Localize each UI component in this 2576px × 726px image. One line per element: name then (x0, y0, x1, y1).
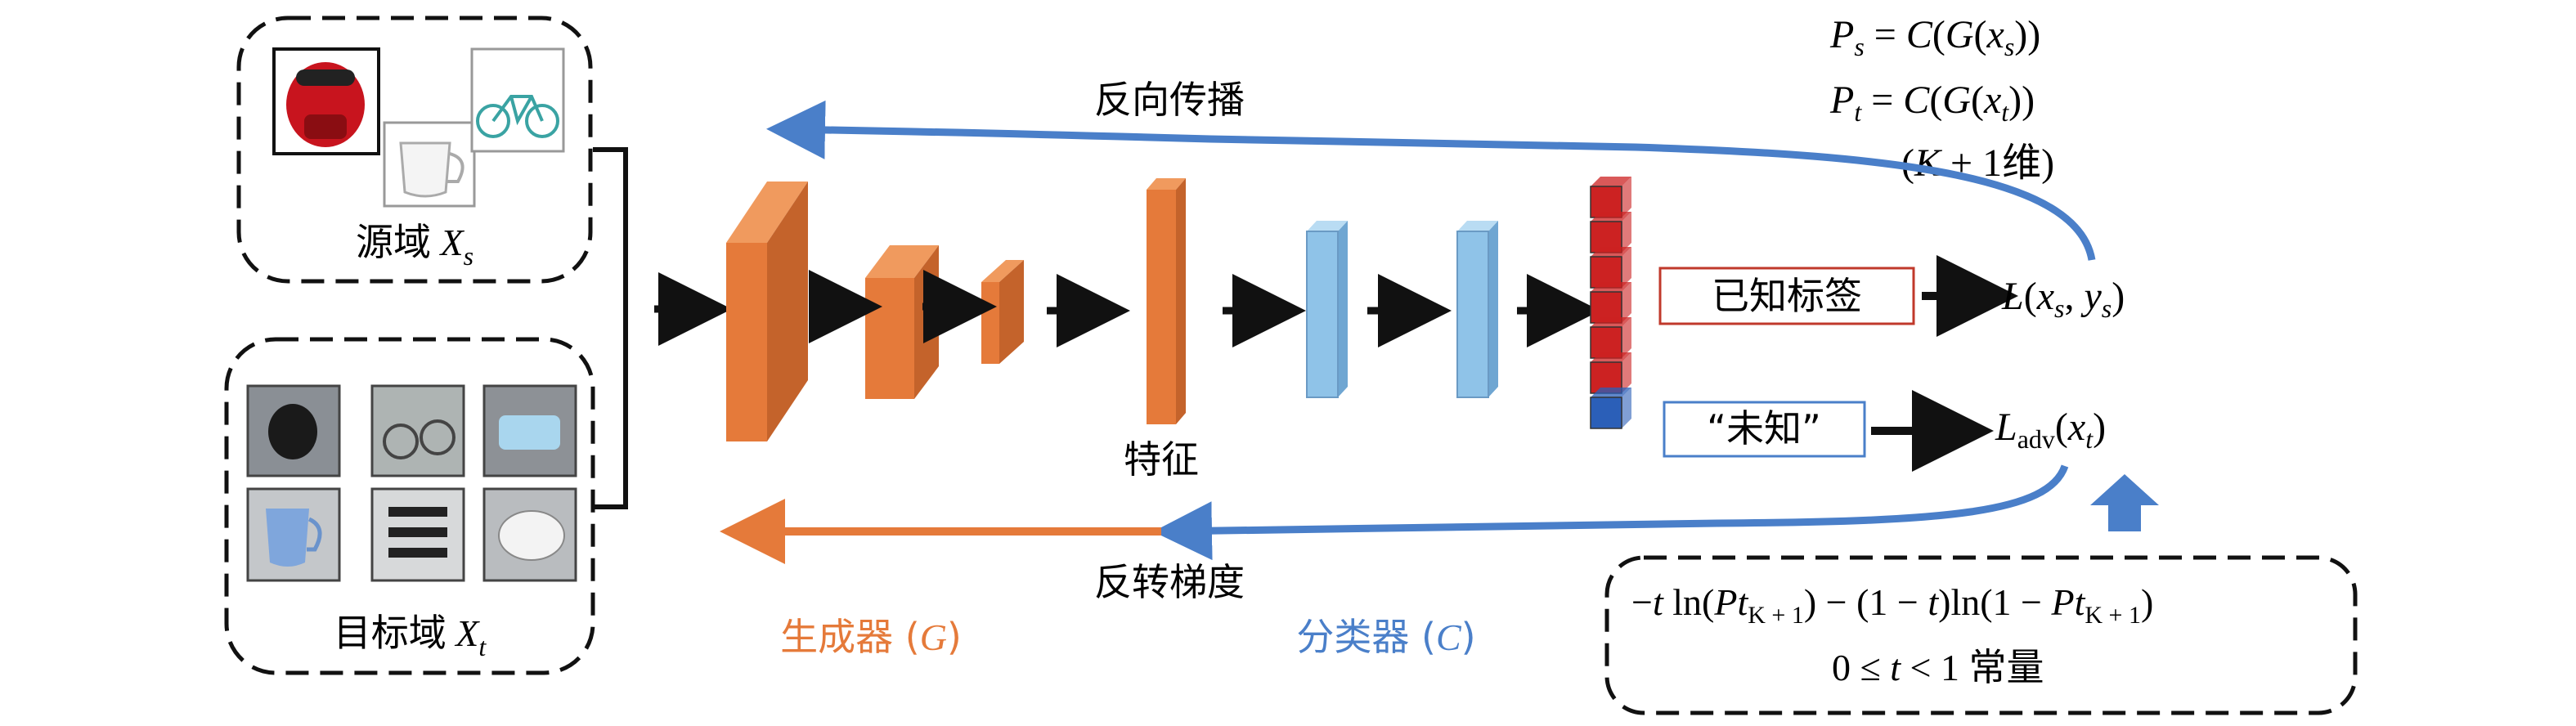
known-class-cell (1590, 177, 1631, 218)
known-label-box (1658, 267, 1915, 325)
backpack-image (272, 47, 380, 155)
formula-dim: (K + 1维) (1901, 141, 2054, 185)
target-image-case (482, 384, 577, 477)
known-class-cell (1590, 247, 1631, 289)
target-domain-label: 目标域 Xt (334, 612, 487, 661)
domain-bracket (593, 147, 628, 509)
loss-known: L(xs, ys) (2001, 275, 2125, 323)
loss-adv: Ladv(xt) (1995, 406, 2106, 454)
generator-network (726, 182, 1024, 441)
target-image-tray (370, 487, 465, 582)
source-domain-label: 源域 Xs (356, 222, 473, 271)
target-image-mouse (482, 487, 577, 582)
generator-label: 生成器 (G) (780, 615, 962, 659)
unknown-class-cell (1590, 388, 1631, 429)
backprop-label: 反向传播 (1094, 78, 1245, 122)
adversarial-loss-box (1604, 555, 2358, 715)
source-domain-panel: 源域 Xs (236, 16, 593, 284)
feature-label: 特征 (1124, 437, 1199, 482)
classifier-output-column (1590, 177, 1631, 429)
known-class-cell (1590, 282, 1631, 324)
reverse-gradient-arrow-blue (1153, 464, 2069, 561)
classifier-label: 分类器 (C) (1296, 615, 1475, 659)
formula-pt: Pt = C(G(xt)) (1829, 78, 2035, 127)
unknown-label-box (1663, 401, 1866, 458)
reverse-gradient-label: 反转梯度 (1094, 560, 1245, 604)
known-class-cell (1590, 317, 1631, 359)
mug-image (383, 121, 476, 208)
feature-block (1147, 178, 1186, 424)
constant-input-arrow (2090, 474, 2159, 531)
unknown-label-text: “未知” (1707, 406, 1821, 450)
backprop-arrow (766, 100, 2096, 261)
target-domain-panel: 目标域 Xt (224, 337, 595, 675)
known-label-text: 已知标签 (1712, 274, 1862, 318)
target-image-mug (246, 487, 341, 582)
formula-ps: Ps = C(G(xs)) (1829, 13, 2040, 61)
adv-loss-formula-line2: 0 ≤ t < 1 常量 (1832, 647, 2044, 688)
bicycle-image (470, 47, 565, 153)
target-image-bike (370, 384, 465, 477)
adv-loss-formula-line1: −t ln(PtK + 1) − (1 − t)ln(1 − PtK + 1) (1631, 581, 2153, 629)
known-class-cell (1590, 352, 1631, 394)
classifier-network (1306, 221, 1498, 398)
target-image-bag (246, 384, 341, 477)
known-class-cell (1590, 212, 1631, 253)
